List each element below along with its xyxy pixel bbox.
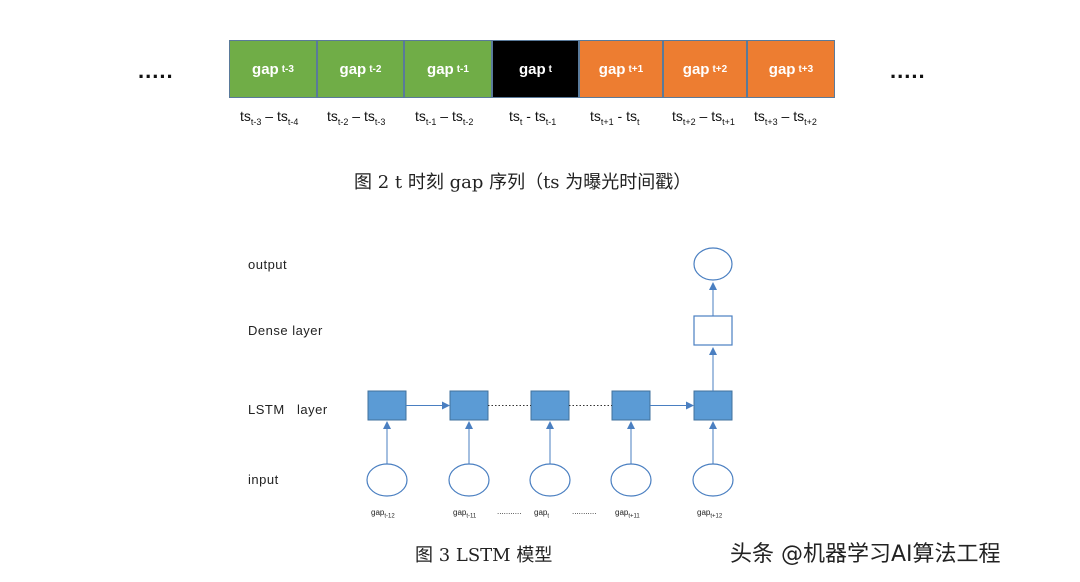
input-label: gapt-12 <box>371 508 395 520</box>
output-node <box>693 247 733 281</box>
lstm-cell <box>530 390 570 421</box>
timestamp-diff-label: tst-3 – tst-4 <box>240 108 299 127</box>
input-node <box>448 463 490 497</box>
dense-layer-label: Dense layer <box>248 323 323 338</box>
timestamp-diff-label: tst+2 – tst+1 <box>672 108 735 127</box>
timestamp-diff-label: tst-2 – tst-3 <box>327 108 386 127</box>
timestamp-diff-label: tst - tst-1 <box>509 108 557 127</box>
input-node <box>529 463 571 497</box>
ellipsis-right: ..... <box>890 58 926 83</box>
figure-2-caption: 图 2 t 时刻 gap 序列（ts 为曝光时间戳） <box>354 172 692 193</box>
timestamp-diff-label: tst+3 – tst+2 <box>754 108 817 127</box>
lstm-cell <box>611 390 651 421</box>
input-node <box>692 463 734 497</box>
input-node <box>610 463 652 497</box>
lstm-cell <box>367 390 407 421</box>
watermark: 头条 @机器学习AI算法工程 <box>730 542 1001 567</box>
timestamp-diff-label: tst-1 – tst-2 <box>415 108 474 127</box>
input-ellipsis: ........... <box>497 507 522 516</box>
dense-layer-node <box>693 315 733 346</box>
ellipsis-left: ..... <box>138 58 174 83</box>
lstm-cell <box>693 390 733 421</box>
output-layer-label: output <box>248 257 288 272</box>
lstm-layer-label: LSTM layer <box>248 402 328 417</box>
input-label: gapt+11 <box>615 508 640 520</box>
input-label: gapt <box>534 508 550 520</box>
input-ellipsis: ........... <box>572 507 597 516</box>
input-label: gapt-11 <box>453 508 477 520</box>
input-label: gapt+12 <box>697 508 723 520</box>
input-layer-label: input <box>248 472 279 487</box>
figure-3-caption: 图 3 LSTM 模型 <box>415 545 553 566</box>
timestamp-diff-label: tst+1 - tst <box>590 108 640 127</box>
lstm-cell <box>449 390 489 421</box>
input-node <box>366 463 408 497</box>
